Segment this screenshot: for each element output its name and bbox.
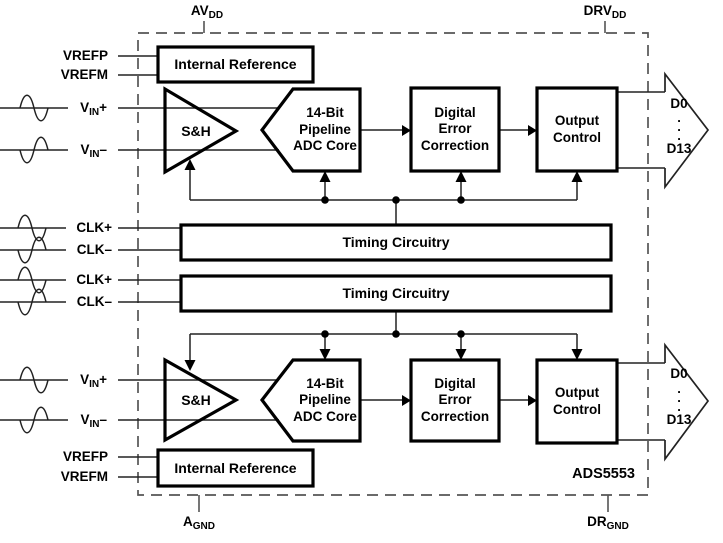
sine-icon-vinm-a xyxy=(19,136,49,164)
timing-circuitry-b-box xyxy=(179,274,613,313)
vinm-b-pin-label: VIN– xyxy=(50,412,107,433)
sh-amplifier-a-shape xyxy=(163,86,240,175)
internal-reference-b-label: Internal Reference xyxy=(174,459,297,476)
dec-b-label: Digital Error Correction xyxy=(411,360,499,441)
adc-core-a-label: 14-Bit Pipeline ADC Core xyxy=(288,89,362,171)
bus-a-dots: . . . xyxy=(677,110,681,143)
adc-core-b-line2: Pipeline xyxy=(299,392,351,408)
sine-icon-vinm-b xyxy=(19,406,49,434)
sh-a-label: S&H xyxy=(181,122,211,139)
dec-b-line2: Error xyxy=(438,392,472,408)
arrowheads xyxy=(184,125,583,406)
sh-amplifier-b-shape xyxy=(163,357,240,443)
timing-circuitry-a-label: Timing Circuitry xyxy=(342,234,450,251)
bus-b-d0-label: D0 xyxy=(670,366,688,381)
sine-wave-icons xyxy=(17,94,49,434)
vinm-a-main: V xyxy=(80,142,90,157)
output-control-a-label: Output Control xyxy=(537,88,617,171)
dec-a-line1: Digital xyxy=(434,104,476,120)
dec-a-line3: Correction xyxy=(420,137,490,153)
bus-b-dots: . . . xyxy=(677,381,681,414)
vinm-a-sub: IN xyxy=(89,149,100,160)
output-control-a-box xyxy=(535,86,619,173)
oc-a-line1: Output xyxy=(554,113,600,128)
digital-error-correction-a-box xyxy=(409,86,501,173)
vrefm-a-pin-label: VREFM xyxy=(60,67,108,82)
adc-core-b-line3: ADC Core xyxy=(293,408,357,424)
vinp-b-sub: IN xyxy=(89,379,100,390)
vrefp-a-pin-label: VREFP xyxy=(62,48,108,63)
oc-b-line2: Control xyxy=(553,401,601,417)
junction-dots xyxy=(321,196,465,338)
sine-icon-vinp-a xyxy=(19,94,49,122)
vinm-a-pin-label: VIN– xyxy=(50,142,107,163)
bus-a-d0-label: D0 xyxy=(670,96,688,111)
vinp-a-main: V xyxy=(80,100,90,115)
adc-core-b-line1: 14-Bit xyxy=(306,375,344,391)
vinp-a-pin-label: VIN+ xyxy=(50,100,107,121)
adc-core-a-line1: 14-Bit xyxy=(306,105,344,121)
adc-core-b-shape xyxy=(259,358,362,443)
sine-icon-clkm-a xyxy=(17,236,47,264)
avdd-pin-label: AVDD xyxy=(178,3,236,24)
bus-arrow-b-shape xyxy=(664,342,710,462)
sh-b-label: S&H xyxy=(181,391,211,408)
adc-core-b-label: 14-Bit Pipeline ADC Core xyxy=(288,360,362,441)
dec-a-line2: Error xyxy=(438,121,472,137)
vinp-b-suffix: + xyxy=(99,372,107,387)
avdd-sub: DD xyxy=(208,10,224,21)
vinm-a-suffix: – xyxy=(99,142,107,157)
drvdd-sub: DD xyxy=(611,10,627,21)
output-control-b-box xyxy=(535,358,619,445)
avdd-main: AV xyxy=(190,3,209,18)
drgnd-main: DR xyxy=(587,514,607,529)
clkm-b-pin-label: CLK– xyxy=(76,294,112,309)
power-pin-stubs xyxy=(198,21,609,512)
sine-icon-clkm-b xyxy=(17,288,47,316)
adc-core-a-shape xyxy=(259,87,362,173)
agnd-sub: GND xyxy=(192,521,215,532)
adc-core-a-line3: ADC Core xyxy=(293,138,357,154)
vinp-b-pin-label: VIN+ xyxy=(50,372,107,393)
internal-reference-b-box xyxy=(156,448,315,488)
oc-a-line2: Control xyxy=(553,129,601,145)
clkp-a-pin-label: CLK+ xyxy=(76,220,112,235)
oc-b-line1: Output xyxy=(554,385,600,400)
dec-a-label: Digital Error Correction xyxy=(411,88,499,171)
internal-reference-a-box xyxy=(156,45,315,84)
vinp-a-suffix: + xyxy=(99,100,107,115)
adc-core-a-line2: Pipeline xyxy=(299,121,351,137)
output-control-b-label: Output Control xyxy=(537,360,617,443)
chip-name-label: ADS5553 xyxy=(572,466,635,482)
vinp-a-sub: IN xyxy=(89,107,100,118)
timing-circuitry-a-box xyxy=(179,223,613,262)
drgnd-pin-label: DRGND xyxy=(572,514,644,535)
timing-circuitry-b-label: Timing Circuitry xyxy=(342,285,450,302)
chip-boundary-dashed-border xyxy=(137,32,649,496)
agnd-pin-label: AGND xyxy=(168,514,230,535)
drgnd-sub: GND xyxy=(606,521,629,532)
clkm-a-pin-label: CLK– xyxy=(76,242,112,257)
vinm-b-sub: IN xyxy=(89,419,100,430)
agnd-main: A xyxy=(183,514,193,529)
drvdd-main: DRV xyxy=(583,3,612,18)
bus-b-d13-label: D13 xyxy=(666,412,692,427)
drvdd-pin-label: DRVDD xyxy=(570,3,640,24)
vinm-b-suffix: – xyxy=(99,412,107,427)
internal-reference-a-label: Internal Reference xyxy=(174,56,297,73)
dec-b-line1: Digital xyxy=(434,375,476,391)
sine-icon-vinp-b xyxy=(19,366,49,394)
vrefm-b-pin-label: VREFM xyxy=(60,469,108,484)
digital-error-correction-b-box xyxy=(409,358,501,443)
vinm-b-main: V xyxy=(80,412,90,427)
vinp-b-main: V xyxy=(80,372,90,387)
dec-b-line3: Correction xyxy=(420,408,490,424)
bus-arrow-a-shape xyxy=(664,71,710,190)
clkp-b-pin-label: CLK+ xyxy=(76,272,112,287)
vrefp-b-pin-label: VREFP xyxy=(62,449,108,464)
bus-a-d13-label: D13 xyxy=(666,141,692,156)
